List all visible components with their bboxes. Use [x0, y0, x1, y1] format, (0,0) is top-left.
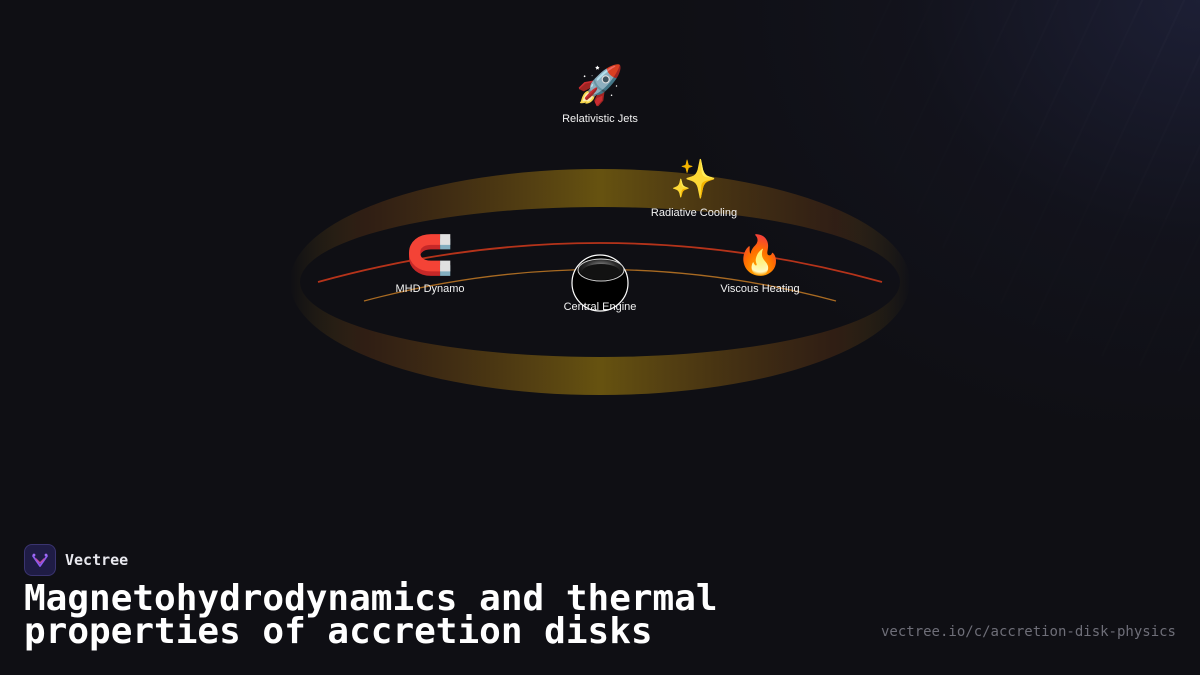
- sparkles-icon: ✨: [670, 159, 718, 201]
- rocket-icon: 🚀: [576, 65, 624, 107]
- node-label: MHD Dynamo: [395, 283, 465, 295]
- node-relativistic-jets: 🚀 Relativistic Jets: [562, 63, 638, 125]
- node-label: Viscous Heating: [720, 283, 800, 295]
- node-central-engine: Central Engine: [564, 297, 637, 313]
- black-hole-icon: [571, 254, 629, 312]
- fire-icon: 🔥: [736, 235, 784, 277]
- node-label: Relativistic Jets: [562, 113, 638, 125]
- node-viscous-heating: 🔥 Viscous Heating: [720, 233, 799, 295]
- node-radiative-cooling: ✨ Radiative Cooling: [651, 157, 737, 219]
- outer-field-arc: [317, 242, 883, 283]
- brand-name: Vectree: [65, 551, 129, 569]
- page-title: Magnetohydrodynamics and thermal propert…: [24, 578, 718, 652]
- node-label: Central Engine: [563, 301, 637, 313]
- magnet-icon: 🧲: [406, 235, 454, 277]
- node-mhd-dynamo: 🧲 MHD Dynamo: [395, 233, 464, 295]
- brand[interactable]: Vectree: [24, 544, 128, 576]
- source-url[interactable]: vectree.io/c/accretion-disk-physics: [880, 624, 1176, 640]
- vectree-logo-icon: [24, 544, 56, 576]
- node-label: Radiative Cooling: [650, 207, 738, 219]
